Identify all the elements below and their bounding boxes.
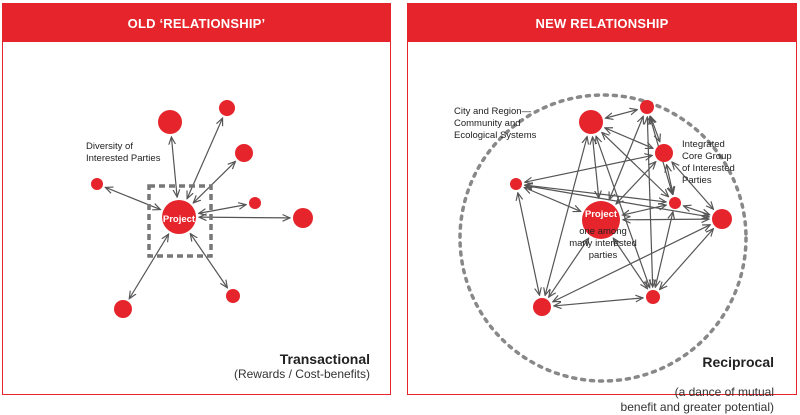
new-arrow: [554, 298, 643, 306]
new-caption: Reciprocal (a dance of mutual benefit an…: [621, 340, 774, 415]
old-party-node: [293, 208, 313, 228]
new-arrow: [605, 128, 653, 148]
city-region-label: City and Region— Community and Ecologica…: [454, 106, 537, 141]
old-arrow: [129, 234, 168, 299]
new-arrow: [684, 206, 710, 215]
new-arrow: [622, 205, 666, 215]
new-party-node: [712, 209, 732, 229]
old-project-node: [162, 200, 196, 234]
old-arrow: [171, 137, 177, 197]
new-arrow: [655, 212, 673, 287]
diversity-label: Diversity of Interested Parties: [86, 141, 161, 164]
new-caption-title: Reciprocal: [702, 354, 774, 370]
new-party-node: [646, 290, 660, 304]
new-arrows: [518, 110, 714, 306]
new-arrow: [647, 117, 652, 287]
new-project-sublabel: one among many interested parties: [569, 226, 637, 261]
old-party-node: [249, 197, 261, 209]
new-panel-header: NEW RELATIONSHIP: [408, 4, 796, 42]
new-party-node: [669, 197, 681, 209]
old-party-node: [226, 289, 240, 303]
new-party-node: [655, 144, 673, 162]
old-arrow: [190, 234, 227, 288]
old-arrow: [105, 187, 160, 209]
old-project-label: Project: [163, 214, 196, 225]
new-arrow: [623, 219, 709, 220]
old-arrow: [193, 161, 235, 203]
old-arrow: [199, 205, 246, 214]
old-caption: Transactional (Rewards / Cost-benefits): [234, 352, 370, 382]
old-caption-title: Transactional: [279, 351, 370, 367]
new-party-node: [579, 110, 603, 134]
relationship-diagram: Project Project: [91, 93, 748, 383]
old-party-node: [235, 144, 253, 162]
new-project-label: Project: [585, 209, 618, 220]
new-party-node: [640, 100, 654, 114]
old-party-node: [114, 300, 132, 318]
new-arrow: [525, 155, 652, 182]
new-relationship-panel: NEW RELATIONSHIP: [407, 3, 797, 395]
new-arrow: [605, 110, 637, 119]
old-arrow: [199, 217, 290, 218]
old-boundary-box: [147, 184, 213, 258]
old-party-node: [158, 110, 182, 134]
old-party-node: [91, 178, 103, 190]
new-boundary-circle: [458, 93, 748, 383]
new-caption-text: (a dance of mutual benefit and greater p…: [620, 385, 774, 414]
new-project-node: [582, 201, 620, 239]
new-arrow: [650, 116, 659, 141]
old-caption-text: (Rewards / Cost-benefits): [233, 367, 370, 381]
old-party-node: [219, 100, 235, 116]
old-panel-header: OLD ‘RELATIONSHIP’: [3, 4, 390, 42]
old-relationship-panel: OLD ‘RELATIONSHIP’: [2, 3, 391, 395]
new-arrow: [518, 193, 540, 295]
new-arrow: [660, 229, 714, 290]
new-party-node: [533, 298, 551, 316]
new-party-node: [510, 178, 522, 190]
core-group-label: Integrated Core Group of Interested Part…: [682, 139, 735, 186]
old-arrows: [105, 118, 290, 299]
new-arrow: [602, 132, 669, 196]
new-arrow: [525, 185, 666, 202]
